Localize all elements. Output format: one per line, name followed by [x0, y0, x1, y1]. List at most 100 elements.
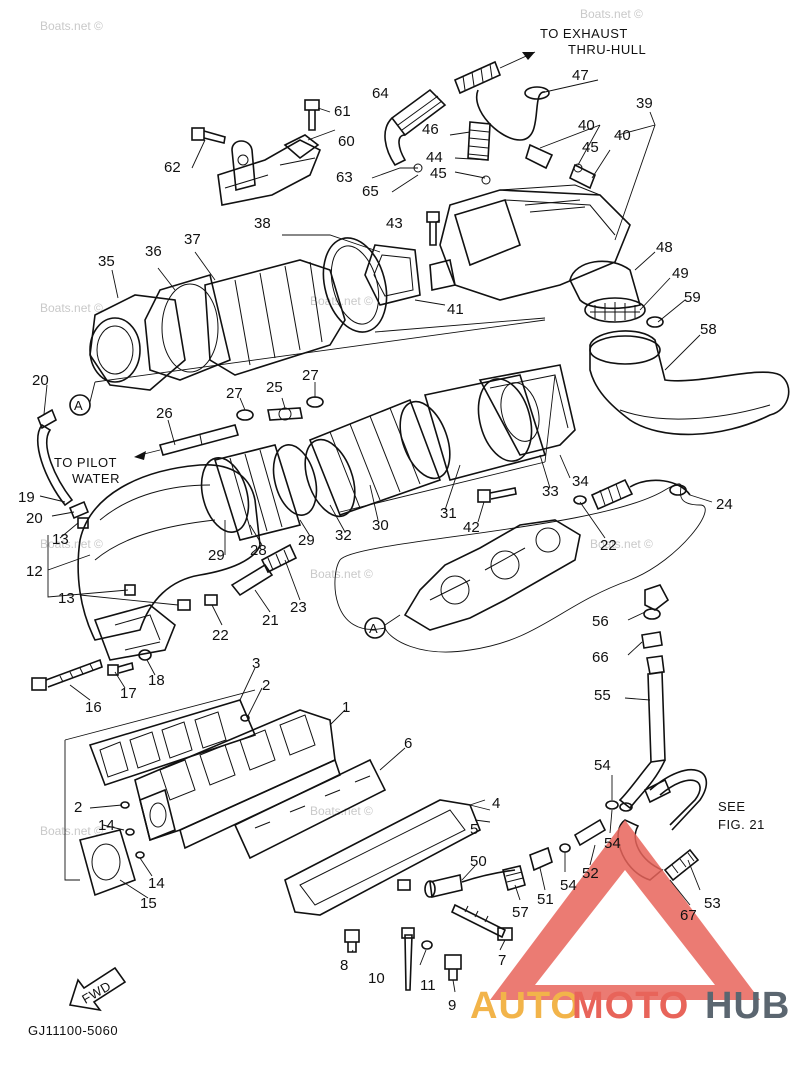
callout-36: 36 [145, 243, 162, 260]
callout-2-upper: 2 [262, 677, 270, 694]
callout-31: 31 [440, 505, 457, 522]
watermark-3: Boats.net © [40, 301, 103, 315]
callout-7: 7 [498, 952, 506, 969]
watermark-9: Boats.net © [310, 804, 373, 818]
pipe-31-33-34 [423, 364, 576, 481]
callout-67: 67 [680, 907, 697, 924]
watermarks: Boats.net © Boats.net © Boats.net © Boat… [40, 7, 653, 838]
callout-61: 61 [334, 103, 351, 120]
hose-19 [37, 423, 74, 507]
bolt-16 [31, 658, 103, 691]
callout-64: 64 [372, 85, 389, 102]
callout-27-right: 27 [302, 367, 319, 384]
callout-54-mid: 54 [604, 835, 621, 852]
cover-plate-4-5 [284, 799, 491, 916]
hose-55 [618, 655, 666, 810]
pipe-21-23 [230, 543, 298, 597]
callout-60: 60 [338, 133, 355, 150]
exhaust-chamber-37 [204, 259, 346, 376]
hose-51 [529, 846, 553, 872]
callout-24: 24 [716, 496, 733, 513]
callout-13-upper: 13 [52, 531, 69, 548]
callout-9: 9 [448, 997, 456, 1014]
watermark-7: Boats.net © [590, 537, 653, 551]
callout-48: 48 [656, 239, 673, 256]
callout-22-left: 22 [212, 627, 229, 644]
clamps-20 [36, 408, 90, 520]
watermark-4: Boats.net © [310, 294, 373, 308]
bolt-61 [304, 99, 320, 131]
callout-65: 65 [362, 183, 379, 200]
nut-66 [641, 631, 663, 649]
bolt-7 [450, 903, 513, 941]
bolt-62 [191, 127, 226, 144]
callout-55: 55 [594, 687, 611, 704]
callout-13-lower: 13 [58, 590, 75, 607]
callout-40-left: 40 [578, 117, 595, 134]
callout-47: 47 [572, 67, 589, 84]
gasket-6 [233, 758, 387, 860]
callout-10: 10 [368, 970, 385, 987]
exhaust-manifold-mid [403, 519, 581, 631]
callout-45-left: 45 [430, 165, 447, 182]
note-fig: FIG. 21 [718, 817, 765, 832]
callout-37: 37 [184, 231, 201, 248]
callout-26: 26 [156, 405, 173, 422]
callout-54-low: 54 [560, 877, 577, 894]
callout-18: 18 [148, 672, 165, 689]
fwd-arrow [68, 966, 127, 1012]
watermark-6: Boats.net © [310, 567, 373, 581]
logo-triangle [490, 820, 760, 1000]
callout-34: 34 [572, 473, 589, 490]
callout-56: 56 [592, 613, 609, 630]
logo-moto: MOTO [572, 985, 689, 1027]
watermark-2: Boats.net © [580, 7, 643, 21]
exhaust-elbow-12 [77, 464, 261, 661]
callout-15: 15 [140, 895, 157, 912]
callout-12: 12 [26, 563, 43, 580]
rubber-joint-32-30 [304, 398, 451, 518]
bolt-8 [344, 929, 360, 953]
callout-3: 3 [252, 655, 260, 672]
text-notes: TO EXHAUST THRU-HULL TO PILOT WATER SEE … [28, 26, 765, 1038]
clamp-59 [646, 316, 664, 328]
callout-21: 21 [262, 612, 279, 629]
fitting-25 [267, 407, 303, 421]
callout-29-left: 29 [208, 547, 225, 564]
callout-numbers: 1 2 2 3 4 5 6 7 8 9 10 11 12 13 13 14 14… [18, 67, 733, 1014]
hose-54 [559, 800, 633, 853]
leader-lines [39, 79, 713, 993]
gasket-38 [322, 237, 388, 333]
callout-62: 62 [164, 159, 181, 176]
bolt-9 [444, 954, 462, 981]
callout-59: 59 [684, 289, 701, 306]
callout-16: 16 [85, 699, 102, 716]
callout-1: 1 [342, 699, 350, 716]
callout-6: 6 [404, 735, 412, 752]
clamp-27-left [236, 409, 254, 421]
hose-46 [467, 121, 491, 161]
callout-4: 4 [492, 795, 500, 812]
gasket-41 [364, 244, 421, 306]
bracket-60 [217, 134, 322, 206]
exhaust-hose-64 [384, 88, 447, 167]
callout-14-upper: 14 [98, 817, 115, 834]
fitting-50 [424, 869, 516, 898]
flange-36 [144, 273, 231, 381]
callout-20-lower: 20 [26, 510, 43, 527]
clamp-27-right [306, 396, 324, 408]
hose-58 [589, 330, 790, 436]
callout-42: 42 [463, 519, 480, 536]
joint-28-29 [200, 444, 318, 541]
callout-27-left: 27 [226, 385, 243, 402]
callout-58: 58 [700, 321, 717, 338]
callout-8: 8 [340, 957, 348, 974]
callout-2-lower: 2 [74, 799, 82, 816]
bolt-22-left [204, 594, 218, 606]
callout-30: 30 [372, 517, 389, 534]
automotohub-logo: AUTO MOTO HUB [470, 820, 789, 1027]
nut-small [397, 879, 411, 891]
chamber-bracket-line [94, 317, 546, 383]
washer-18 [138, 649, 152, 661]
